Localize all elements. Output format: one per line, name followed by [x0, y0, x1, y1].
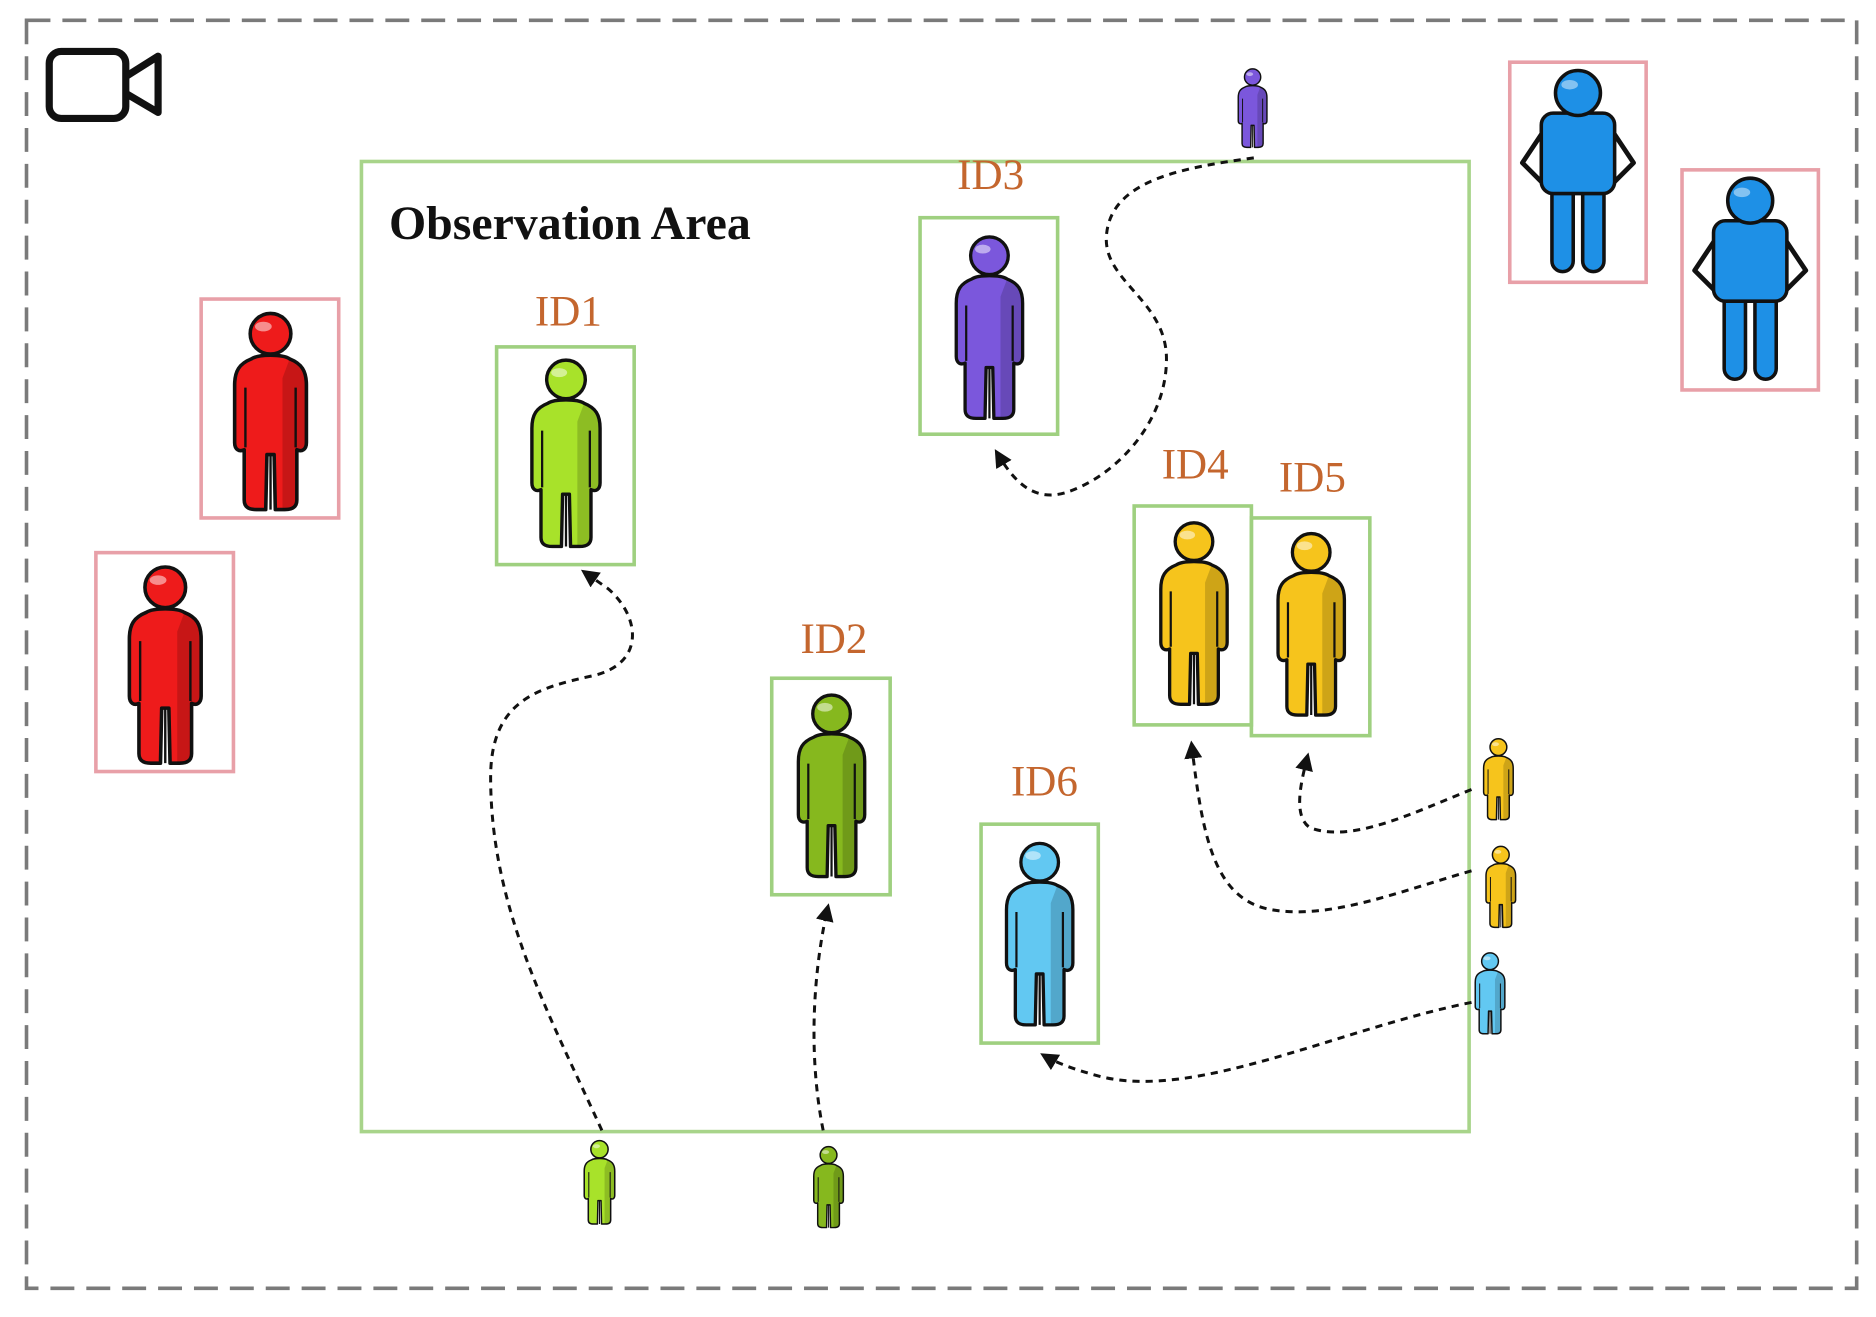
trajectory-arrow	[812, 903, 834, 1131]
untracked-box	[1507, 60, 1648, 285]
person-icon	[1276, 531, 1347, 717]
entering-person-icon	[1485, 845, 1517, 929]
entering-person-icon	[1482, 737, 1515, 821]
trajectory-arrow	[1295, 752, 1473, 834]
tracked-person-id6: ID6	[979, 758, 1101, 1045]
person-icon	[232, 311, 309, 512]
tracked-person-id1: ID1	[494, 288, 636, 567]
tracked-person-id2: ID2	[769, 616, 892, 897]
tracked-person-id5: ID5	[1249, 455, 1372, 738]
untracked-person	[94, 550, 236, 774]
id-label: ID1	[535, 288, 602, 335]
person-hands-on-hips-icon	[1522, 71, 1633, 272]
entering-person-icon	[1237, 68, 1268, 149]
entering-person-icon	[812, 1145, 845, 1229]
tracked-person-id4: ID4	[1132, 441, 1254, 727]
trajectory-arrow	[1184, 740, 1472, 914]
observation-area	[359, 159, 1471, 1134]
untracked-person	[199, 297, 341, 520]
person-icon	[1004, 841, 1075, 1027]
entering-person-icon	[583, 1139, 616, 1225]
trajectory-arrow	[1040, 1000, 1472, 1083]
untracked-box	[1680, 168, 1821, 392]
entering-person-icon	[1474, 952, 1506, 1035]
tracked-box	[769, 676, 892, 897]
trajectory-arrow	[489, 569, 634, 1132]
untracked-box	[94, 550, 236, 774]
id-label: ID6	[1011, 758, 1078, 805]
untracked-person	[1507, 60, 1648, 285]
id-label: ID3	[957, 152, 1024, 199]
person-icon	[954, 235, 1025, 421]
observation-area-title: Observation Area	[389, 197, 751, 250]
tracked-box	[494, 345, 636, 567]
person-icon	[796, 693, 867, 879]
id-label: ID5	[1279, 455, 1346, 502]
untracked-person	[1680, 168, 1821, 392]
tracked-box	[918, 215, 1060, 437]
video-camera-icon	[45, 47, 162, 123]
tracked-box	[979, 822, 1101, 1045]
trajectory-arrow	[994, 156, 1254, 497]
person-icon	[530, 358, 602, 549]
tracked-person-id3: ID3	[918, 152, 1060, 437]
id-label: ID2	[800, 616, 867, 663]
person-icon	[1159, 521, 1229, 707]
untracked-box	[199, 297, 341, 520]
camera-view-frame	[24, 18, 1859, 1291]
id-label: ID4	[1162, 441, 1229, 488]
person-hands-on-hips-icon	[1695, 178, 1806, 379]
tracked-box	[1249, 516, 1372, 738]
person-icon	[127, 565, 203, 765]
